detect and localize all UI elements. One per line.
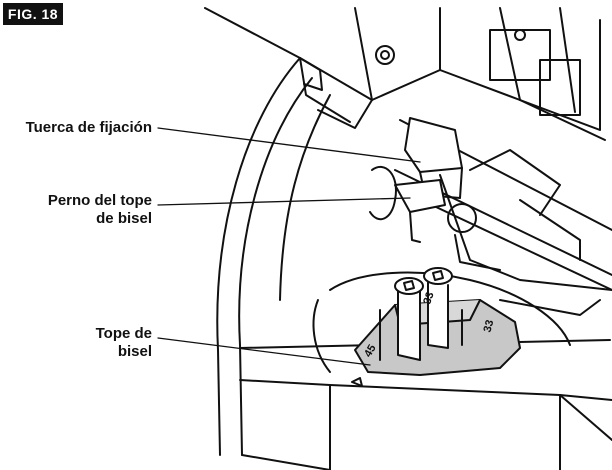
upper-housing [204,7,606,141]
callout-bevel-stop-bolt: Perno del tope de bisel [48,192,152,228]
callout-bevel-stop-line2: bisel [117,343,152,360]
callout-lock-nut-line1: Tuerca de fijación [25,119,152,136]
leader-bevel-stop [157,337,371,366]
marking-right: 33 [482,319,497,334]
saw-arm-outline [216,57,331,456]
marking-top: 33 [421,290,436,306]
lock-nut-assembly [369,117,501,271]
leader-lock-nut [157,127,421,163]
callout-bevel-stop-line1: Tope de [95,325,152,342]
leader-bevel-stop-bolt [157,197,411,206]
bevel-stop-bolts [379,267,463,361]
callout-bevel-stop-bolt-line1: Perno del tope [47,192,152,209]
base-screw [351,377,363,387]
base-plate [239,271,612,470]
leader-lines [157,127,421,366]
callout-bevel-stop: Tope de bisel [96,325,152,361]
callout-bevel-stop-bolt-line2: de bisel [96,210,152,227]
stop-markings: 45 33 33 [362,290,496,359]
callout-lock-nut: Tuerca de fijación [26,119,152,137]
marking-left: 45 [362,343,379,360]
figure-label: FIG. 18 [3,3,63,25]
